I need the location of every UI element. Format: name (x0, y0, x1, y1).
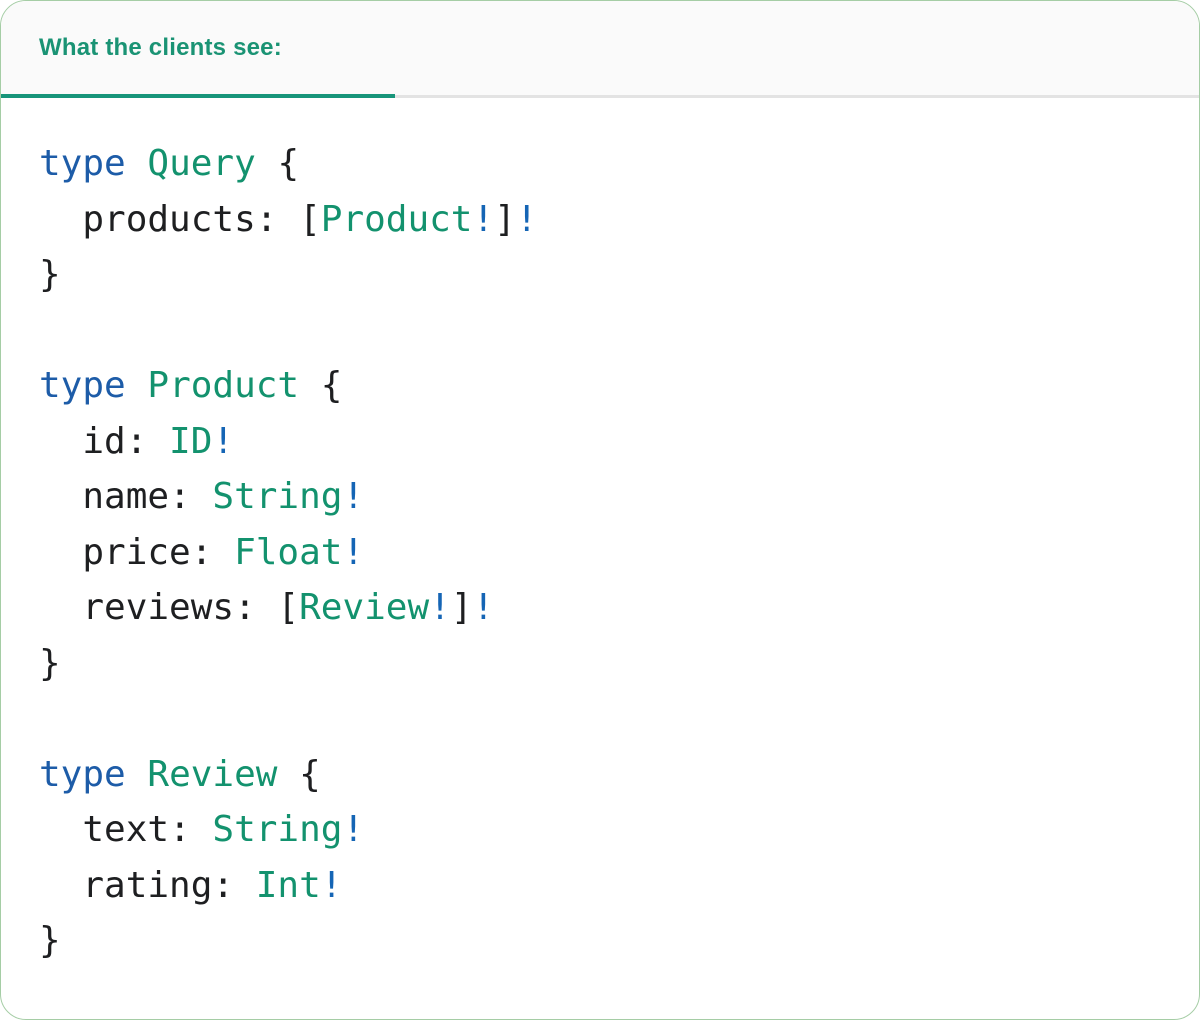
code-token-plain: name: (39, 476, 213, 517)
code-token-type: Product (147, 365, 300, 406)
code-token-bang: ! (342, 531, 365, 573)
code-line: type Query { (39, 136, 1161, 192)
code-token-plain: { (277, 753, 321, 795)
graphql-code-block: type Query { products: [Product!]!}type … (1, 98, 1199, 969)
code-token-type: String (212, 809, 343, 850)
code-token-bang: ! (472, 198, 495, 240)
code-token-plain: price: (39, 531, 235, 573)
code-token-type: Product (320, 198, 473, 240)
code-token-type: String (212, 476, 343, 517)
code-line: price: Float! (39, 525, 1161, 581)
code-line: type Product { (39, 358, 1161, 414)
code-token-keyword: type (39, 143, 126, 184)
code-token-bang: ! (320, 864, 343, 906)
code-line: } (39, 247, 1161, 303)
code-line: name: String! (39, 469, 1161, 525)
code-token-keyword: type (39, 753, 126, 795)
code-line: id: ID! (39, 414, 1161, 470)
code-token-plain: } (39, 920, 61, 961)
code-token-plain: id: (39, 420, 170, 462)
code-token-plain: { (299, 365, 343, 406)
code-token-bang: ! (515, 198, 538, 240)
code-line: text: String! (39, 802, 1161, 858)
code-line: reviews: [Review!]! (39, 580, 1161, 636)
code-line: } (39, 913, 1161, 969)
code-token-plain: } (39, 642, 61, 684)
code-token-bang: ! (472, 587, 495, 628)
code-token-bang: ! (212, 420, 235, 462)
code-token-plain: } (39, 254, 61, 295)
code-token-type: ID (169, 420, 213, 462)
code-line (39, 303, 1161, 359)
header-title: What the clients see: (39, 34, 282, 61)
code-token-type: Int (255, 864, 321, 906)
code-token-type: Review (147, 753, 278, 795)
code-token-plain: rating: (39, 864, 256, 906)
code-token-plain: ] (450, 587, 473, 628)
code-token-bang: ! (429, 587, 451, 628)
code-line: products: [Product!]! (39, 192, 1161, 248)
code-token-bang: ! (342, 476, 365, 517)
code-token-plain: ] (494, 198, 516, 240)
code-token-plain: reviews: [ (39, 587, 300, 628)
code-token-type: Float (234, 531, 343, 573)
code-token-plain (126, 365, 148, 406)
code-token-type: Review (299, 587, 430, 628)
code-line: rating: Int! (39, 858, 1161, 914)
code-token-plain: text: (39, 809, 213, 850)
code-line (39, 691, 1161, 747)
code-line: type Review { (39, 747, 1161, 803)
card-header: What the clients see: (1, 1, 1199, 98)
code-line: } (39, 636, 1161, 692)
code-token-plain (126, 754, 148, 795)
code-token-keyword: type (39, 365, 126, 406)
active-tab-underline (1, 94, 395, 98)
code-token-plain: { (255, 143, 300, 184)
code-token-bang: ! (342, 809, 365, 850)
code-token-type: Query (147, 143, 256, 184)
code-token-plain: products: [ (39, 198, 321, 240)
code-token-plain (126, 143, 148, 184)
